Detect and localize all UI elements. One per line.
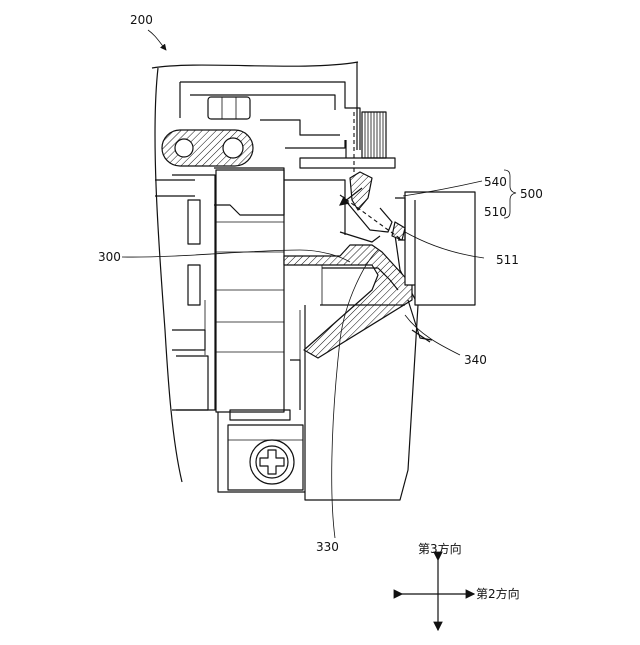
pawl-511 [340,172,405,242]
direction-axes: 第3方向 第2方向 [402,541,520,630]
gear-teeth [300,112,395,200]
lever-300 [284,245,412,358]
center-column [214,168,345,420]
label-511: 511 [496,253,519,267]
axis-third-direction: 第3方向 [418,541,462,556]
screw-head [250,440,294,484]
label-540: 540 [484,175,507,189]
label-300: 300 [98,250,121,264]
label-510: 510 [484,205,507,219]
label-330: 330 [316,540,339,554]
label-200: 200 [130,13,153,27]
axis-second-direction: 第2方向 [476,586,520,601]
left-stack [155,175,215,410]
actuator-block [395,192,475,342]
label-340: 340 [464,353,487,367]
label-500: 500 [520,187,543,201]
link-rod [162,130,253,166]
